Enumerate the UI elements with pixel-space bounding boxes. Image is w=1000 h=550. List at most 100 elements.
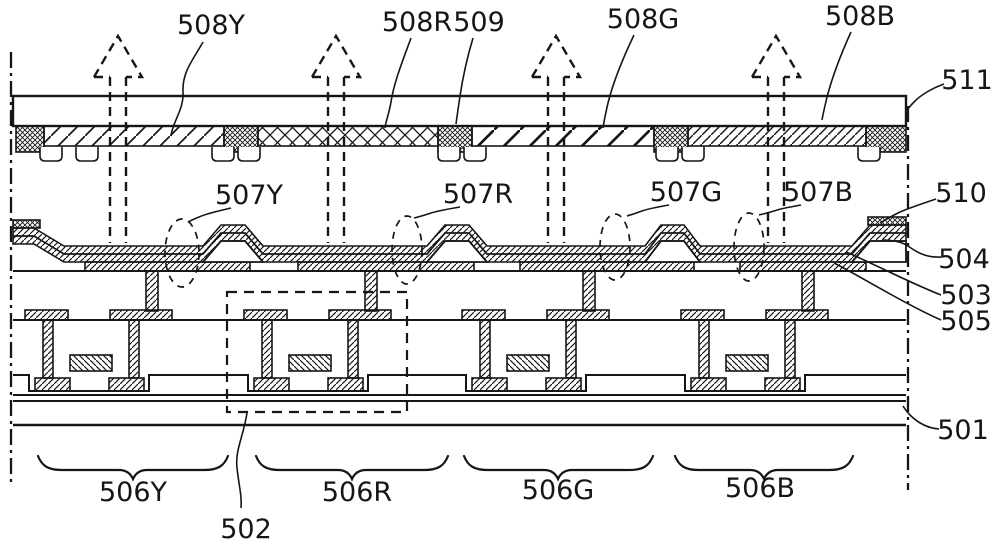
tft-region-pad xyxy=(108,377,145,392)
pixel-electrode-505-segment xyxy=(519,261,695,272)
contact-via xyxy=(801,270,815,312)
emission-arrow-head-yellow xyxy=(92,33,145,79)
gate-insulator-step-line xyxy=(13,374,906,392)
label-507B: 507B xyxy=(783,177,853,208)
emission-arrow-head-red xyxy=(310,33,363,79)
edge-cap-right xyxy=(867,216,907,226)
label-506B: 506B xyxy=(725,473,795,504)
spacer-tab xyxy=(681,147,705,162)
color-filter-layer xyxy=(15,125,907,162)
label-506G: 506G xyxy=(522,475,594,506)
spacer-tab xyxy=(211,147,235,162)
label-507G: 507G xyxy=(650,177,722,208)
label-508Y: 508Y xyxy=(177,10,246,41)
spacer-tab xyxy=(857,147,881,162)
spacer-tab xyxy=(237,147,261,162)
leader-503 xyxy=(845,251,942,296)
brace-506B xyxy=(673,454,855,482)
tft-region-pad xyxy=(471,377,508,392)
pixel-electrode-505-segment xyxy=(297,261,475,272)
leader-507Y xyxy=(187,207,232,223)
leader-505 xyxy=(833,262,942,321)
tft-contact-plug xyxy=(42,319,54,379)
transistor-502-dashed-box xyxy=(225,290,409,414)
label-506R: 506R xyxy=(322,477,392,508)
spacer-tab xyxy=(655,147,679,162)
emission-arrow-head-blue xyxy=(750,33,803,79)
tft-source-electrode xyxy=(243,309,288,321)
tft-region-pad xyxy=(34,377,71,392)
contact-via xyxy=(582,270,596,312)
tft-gate xyxy=(69,354,113,372)
edge-cap-left xyxy=(12,219,41,229)
label-511: 511 xyxy=(941,65,993,96)
leader-507R xyxy=(413,206,461,219)
color-filter-yellow-508Y xyxy=(43,125,225,147)
spacer-tab xyxy=(75,147,99,162)
label-501: 501 xyxy=(937,415,989,446)
tft-source-electrode xyxy=(461,309,506,321)
tft-backplane-layer xyxy=(13,309,906,402)
label-506Y: 506Y xyxy=(99,477,168,508)
leader-504 xyxy=(881,239,942,258)
color-filter-blue-508B xyxy=(687,125,867,147)
tft-region-pad xyxy=(764,377,801,392)
leader-510 xyxy=(879,198,937,224)
tft-drain-electrode xyxy=(546,309,610,321)
tft-region-pad xyxy=(690,377,727,392)
tft-contact-plug xyxy=(347,319,359,379)
emission-arrow-head-green xyxy=(530,33,583,79)
brace-506R xyxy=(254,454,450,482)
color-filter-red-508R xyxy=(257,125,439,147)
spacer-tab xyxy=(39,147,63,162)
label-505: 505 xyxy=(940,306,992,337)
spacer-tab xyxy=(437,147,461,162)
label-508G: 508G xyxy=(607,4,679,35)
label-503: 503 xyxy=(940,280,992,311)
label-507R: 507R xyxy=(443,179,513,210)
emitting-region-507B-ellipse xyxy=(733,212,765,282)
tft-contact-plug xyxy=(261,319,273,379)
tft-contact-plug xyxy=(698,319,710,379)
tft-drain-electrode xyxy=(109,309,173,321)
tft-contact-plug xyxy=(565,319,577,379)
brace-506Y xyxy=(36,454,230,482)
leader-508R xyxy=(384,37,412,129)
emitting-region-507Y-ellipse xyxy=(164,218,200,288)
tft-source-electrode xyxy=(680,309,725,321)
tft-contact-plug xyxy=(128,319,140,379)
tft-drain-electrode xyxy=(328,309,392,321)
leader-502 xyxy=(235,412,248,509)
tft-gate xyxy=(288,354,332,372)
tft-region-pad xyxy=(327,377,364,392)
label-504: 504 xyxy=(938,244,990,275)
brace-506G xyxy=(462,454,655,482)
tft-region-pad xyxy=(253,377,290,392)
leader-508B xyxy=(821,31,852,121)
leader-511 xyxy=(905,83,945,113)
reference-labels: 508Y 508R 509 508G 508B 511 507Y 507R 50… xyxy=(99,1,993,545)
leader-509 xyxy=(455,37,474,125)
tft-source-electrode xyxy=(24,309,69,321)
leader-501 xyxy=(902,405,940,430)
contact-via xyxy=(145,270,159,312)
leader-lines xyxy=(170,31,945,509)
label-508B: 508B xyxy=(825,1,895,32)
tft-contact-plug xyxy=(479,319,491,379)
pixel-region-braces xyxy=(36,454,855,482)
leader-507B xyxy=(758,204,802,216)
tft-drain-electrode xyxy=(765,309,829,321)
leader-508G xyxy=(602,34,635,129)
label-509: 509 xyxy=(453,7,505,38)
emission-arrows xyxy=(92,33,803,243)
tft-gate xyxy=(506,354,550,372)
el-layer-stack xyxy=(12,216,907,312)
emitting-region-507R-ellipse xyxy=(391,215,423,285)
emitting-region-507G-ellipse xyxy=(599,213,631,281)
spacer-tab xyxy=(463,147,487,162)
tft-contact-plug xyxy=(784,319,796,379)
label-502: 502 xyxy=(220,514,272,545)
light-emitting-region-ellipses xyxy=(164,212,765,288)
